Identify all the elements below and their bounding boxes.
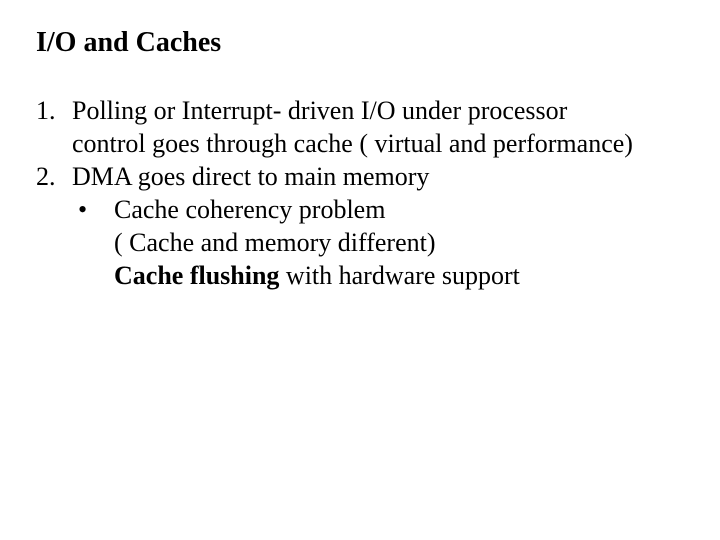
bullet-line-text: with hardware support <box>279 261 520 290</box>
item-line: Polling or Interrupt- driven I/O under p… <box>72 96 568 125</box>
item-number: 2. <box>36 162 56 191</box>
bullet-line: Cache coherency problem <box>114 193 696 226</box>
item-number: 1. <box>36 96 56 125</box>
sub-bullet-item: • Cache coherency problem ( Cache and me… <box>78 193 696 292</box>
bullet-line: ( Cache and memory different) <box>114 226 696 259</box>
bullet-line-bold: Cache flushing <box>114 261 280 290</box>
numbered-item-1: 1. Polling or Interrupt- driven I/O unde… <box>36 94 696 160</box>
bullet-marker: • <box>78 195 88 224</box>
bullet-line: Cache flushing with hardware support <box>114 259 696 292</box>
bullet-line-text: ( Cache and memory different) <box>114 228 436 257</box>
bullet-text: Cache coherency problem ( Cache and memo… <box>114 193 696 292</box>
numbered-item-2: 2. DMA goes direct to main memory <box>36 160 696 193</box>
item-text: Polling or Interrupt- driven I/O under p… <box>72 94 696 160</box>
item-text: DMA goes direct to main memory <box>72 160 696 193</box>
item-line: DMA goes direct to main memory <box>72 162 430 191</box>
item-line: control goes through cache ( virtual and… <box>72 129 633 158</box>
slide-body: 1. Polling or Interrupt- driven I/O unde… <box>36 94 696 292</box>
bullet-line-text: Cache coherency problem <box>114 195 386 224</box>
slide-title: I/O and Caches <box>36 27 222 58</box>
